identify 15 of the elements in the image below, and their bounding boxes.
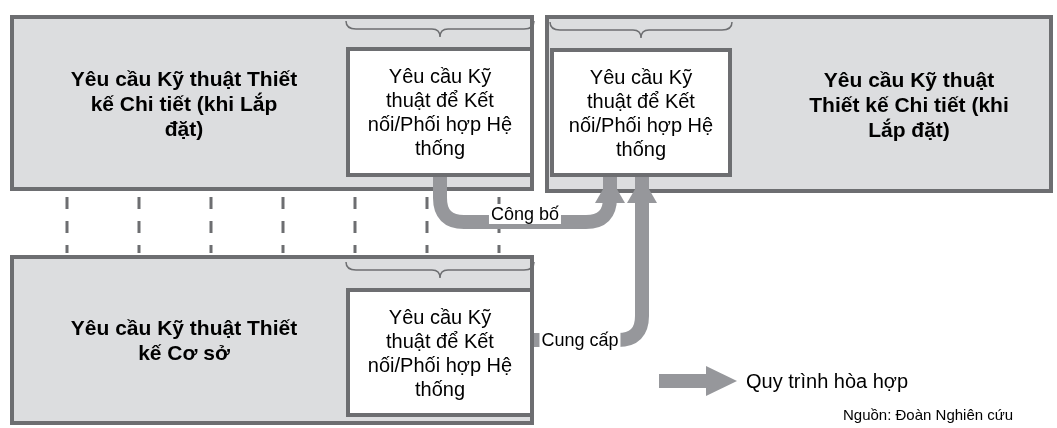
phase-panel — [545, 15, 1053, 193]
panel-title: Yêu cầu Kỹ thuật Thiết kế Chi tiết (khi Lắp đặt) — [70, 65, 298, 141]
phase-panel — [10, 15, 534, 191]
source-note: Nguồn: Đoàn Nghiên cứu — [843, 406, 1014, 424]
legend-text: Quy trình hòa hợp — [746, 369, 909, 393]
edge-label: Cung cấp — [539, 330, 621, 350]
box-text: Yêu cầu Kỹ thuật để Kết nối/Phối hợp Hệ thống — [366, 304, 514, 401]
edge-label: Công bố — [488, 204, 562, 224]
panel-title: Yêu cầu Kỹ thuật Thiết kế Chi tiết (khi Lắp đặt) — [808, 66, 1010, 142]
phase-panel — [10, 255, 534, 425]
panel-title: Yêu cầu Kỹ thuật Thiết kế Cơ sở — [70, 315, 298, 365]
requirement-box — [550, 48, 732, 177]
box-text: Yêu cầu Kỹ thuật để Kết nối/Phối hợp Hệ thống — [366, 64, 514, 160]
process-arrow — [433, 177, 625, 229]
box-text: Yêu cầu Kỹ thuật để Kết nối/Phối hợp Hệ thống — [567, 64, 715, 161]
